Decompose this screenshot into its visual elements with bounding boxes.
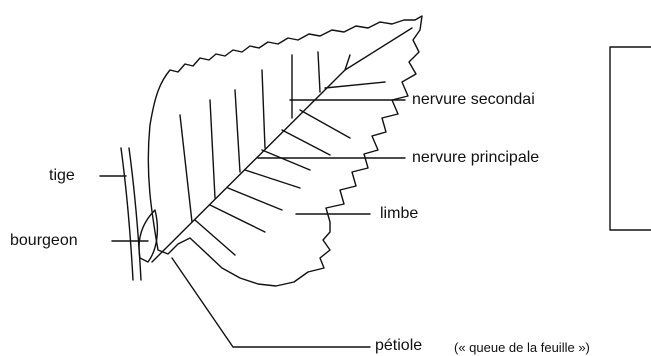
label-nervure-secondaire: nervure secondai [412,92,535,108]
bud [139,210,157,262]
leaf-outline [148,16,422,286]
main-vein [152,28,412,262]
label-nervure-principale: nervure principale [412,150,539,166]
label-limbe: limbe [380,206,418,222]
pointer-lines [100,100,405,347]
side-box [610,47,651,230]
label-petiole: pétiole [375,338,422,354]
label-bourgeon: bourgeon [10,233,78,249]
label-tige: tige [49,168,75,184]
secondary-veins [180,52,385,255]
label-petiole-note: (« queue de la feuille ») [454,341,590,354]
stem [121,148,141,280]
